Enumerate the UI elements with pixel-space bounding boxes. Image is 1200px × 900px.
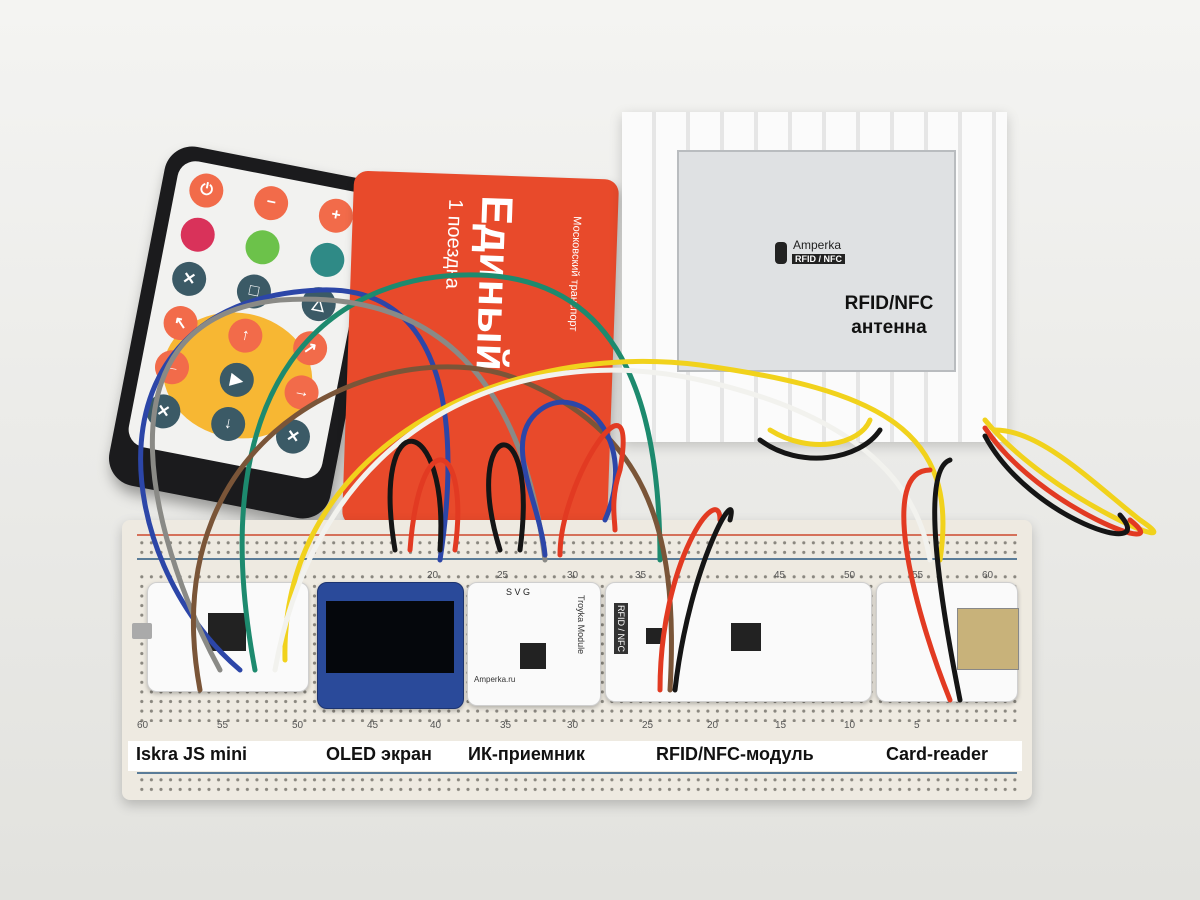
antenna-cable-red (982, 425, 1143, 537)
column-number: 35 (500, 720, 512, 731)
label-ir-receiver: ИК-приемник (468, 744, 585, 764)
label-iskra-js-mini: Iskra JS mini (136, 744, 248, 764)
wire-black (486, 442, 526, 553)
wire-gray (149, 296, 548, 673)
rfid-nfc-module: RFID / NFC (605, 582, 872, 702)
wire-yellow (282, 359, 946, 663)
power-rail-red (137, 534, 1017, 536)
wire-red (407, 457, 461, 553)
ir-sensor (520, 643, 546, 669)
sd-card-slot (957, 608, 1019, 670)
ir-receiver-module: S V G Troyka Module Amperka.ru (467, 582, 601, 706)
column-number: 20 (427, 570, 439, 581)
wire-brown (191, 364, 674, 693)
wire-red (657, 507, 723, 693)
label-strip: Iskra JS mini OLED экран ИК-приемник RFI… (128, 741, 1022, 771)
breadboard: 60 55 50 45 40 35 30 25 20 15 10 5 20 25… (122, 520, 1032, 800)
label-oled-screen: OLED экран (326, 744, 432, 764)
column-number: 55 (912, 570, 924, 581)
antenna-label-line1: RFID/NFC (844, 293, 934, 314)
column-number: 20 (707, 720, 719, 731)
column-number: 25 (497, 570, 509, 581)
amperka-logo-icon (775, 242, 787, 264)
wire-red (557, 423, 626, 558)
rfid-controller-chip (731, 623, 761, 651)
chip (646, 628, 662, 644)
wire-white (272, 367, 933, 673)
ir-module-url: Amperka.ru (474, 675, 516, 684)
antenna-cable-yellow (767, 417, 873, 447)
column-number: 30 (567, 720, 579, 731)
wire-blue (138, 287, 451, 673)
column-number: 45 (774, 570, 786, 581)
ir-pins-label: S V G (506, 587, 531, 597)
ir-module-side-text: Troyka Module (576, 595, 586, 655)
column-number: 50 (292, 720, 304, 731)
column-number: 50 (844, 570, 856, 581)
column-number: 35 (635, 570, 647, 581)
label-card-reader: Card-reader (886, 744, 989, 764)
antenna-cable-black (757, 427, 883, 461)
oled-display (326, 601, 454, 673)
column-number: 15 (775, 720, 787, 731)
rail-holes (137, 538, 1017, 556)
column-number: 25 (642, 720, 654, 731)
column-number: 45 (367, 720, 379, 731)
column-number: 10 (844, 720, 856, 731)
antenna-cable-black (982, 433, 1130, 537)
rfid-antenna-frame: Amperka RFID / NFC RFID/NFC антенна (622, 112, 1007, 442)
label-rfid-module: RFID/NFC-модуль (656, 744, 814, 764)
column-number: 5 (914, 720, 920, 731)
wire-black (672, 507, 734, 693)
oled-screen-module (317, 582, 464, 709)
antenna-badge: RFID / NFC (792, 254, 845, 264)
power-rail-blue (137, 772, 1017, 774)
rfid-antenna-panel: Amperka RFID / NFC RFID/NFC антенна (677, 150, 956, 372)
wire-black (387, 438, 444, 553)
rail-holes (137, 775, 1017, 793)
column-number: 60 (137, 720, 149, 731)
usb-port (132, 623, 152, 639)
antenna-brand: Amperka (793, 238, 842, 252)
column-number: 55 (217, 720, 229, 731)
power-rail-blue (137, 558, 1017, 560)
column-number: 60 (982, 570, 994, 581)
rfid-board-label: RFID / NFC (614, 603, 628, 654)
column-number: 40 (430, 720, 442, 731)
column-number: 30 (567, 570, 579, 581)
antenna-label-line2: антенна (851, 317, 927, 338)
wire-red (901, 467, 953, 703)
antenna-cable-yellow (982, 417, 1157, 536)
wire-black (932, 457, 963, 703)
wire-blue (520, 399, 619, 558)
